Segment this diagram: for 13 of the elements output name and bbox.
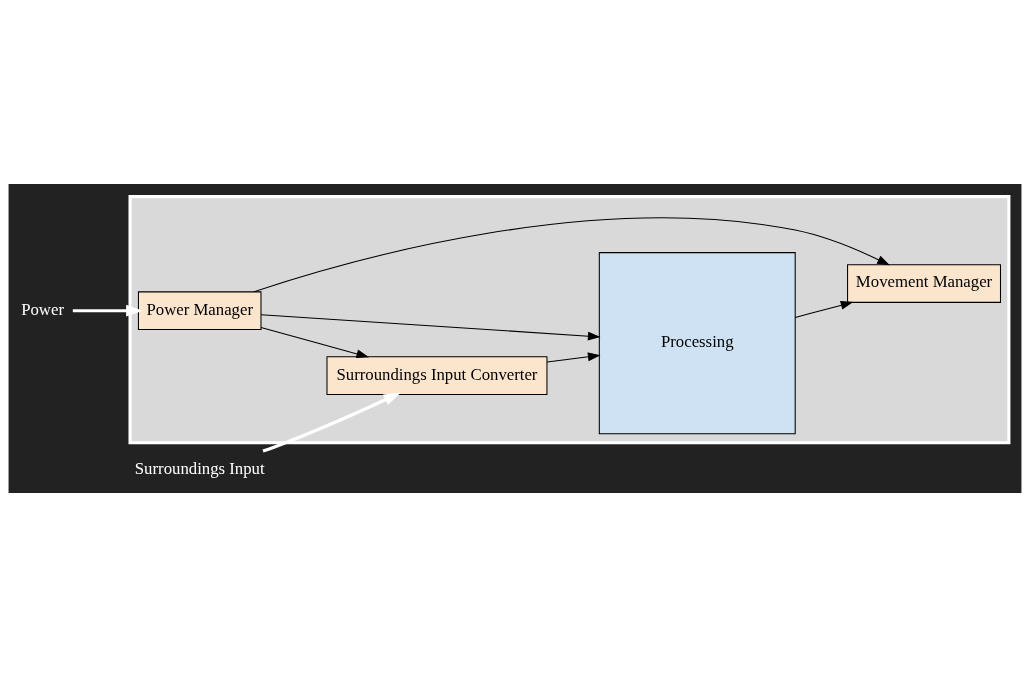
node-box: Movement Manager xyxy=(847,264,1002,303)
arrow xyxy=(546,352,601,363)
node-box: Processing xyxy=(598,252,796,435)
arrow xyxy=(260,314,601,341)
arrow xyxy=(253,217,890,293)
node-box: Power Manager xyxy=(137,291,262,331)
node-box: Surroundings Input Converter xyxy=(326,356,548,396)
arrow xyxy=(794,301,854,318)
node-text: Power xyxy=(21,299,64,319)
node-text: Surroundings Input xyxy=(134,458,265,478)
arrow xyxy=(260,326,370,359)
arrow xyxy=(262,392,401,453)
arrow xyxy=(72,304,143,317)
